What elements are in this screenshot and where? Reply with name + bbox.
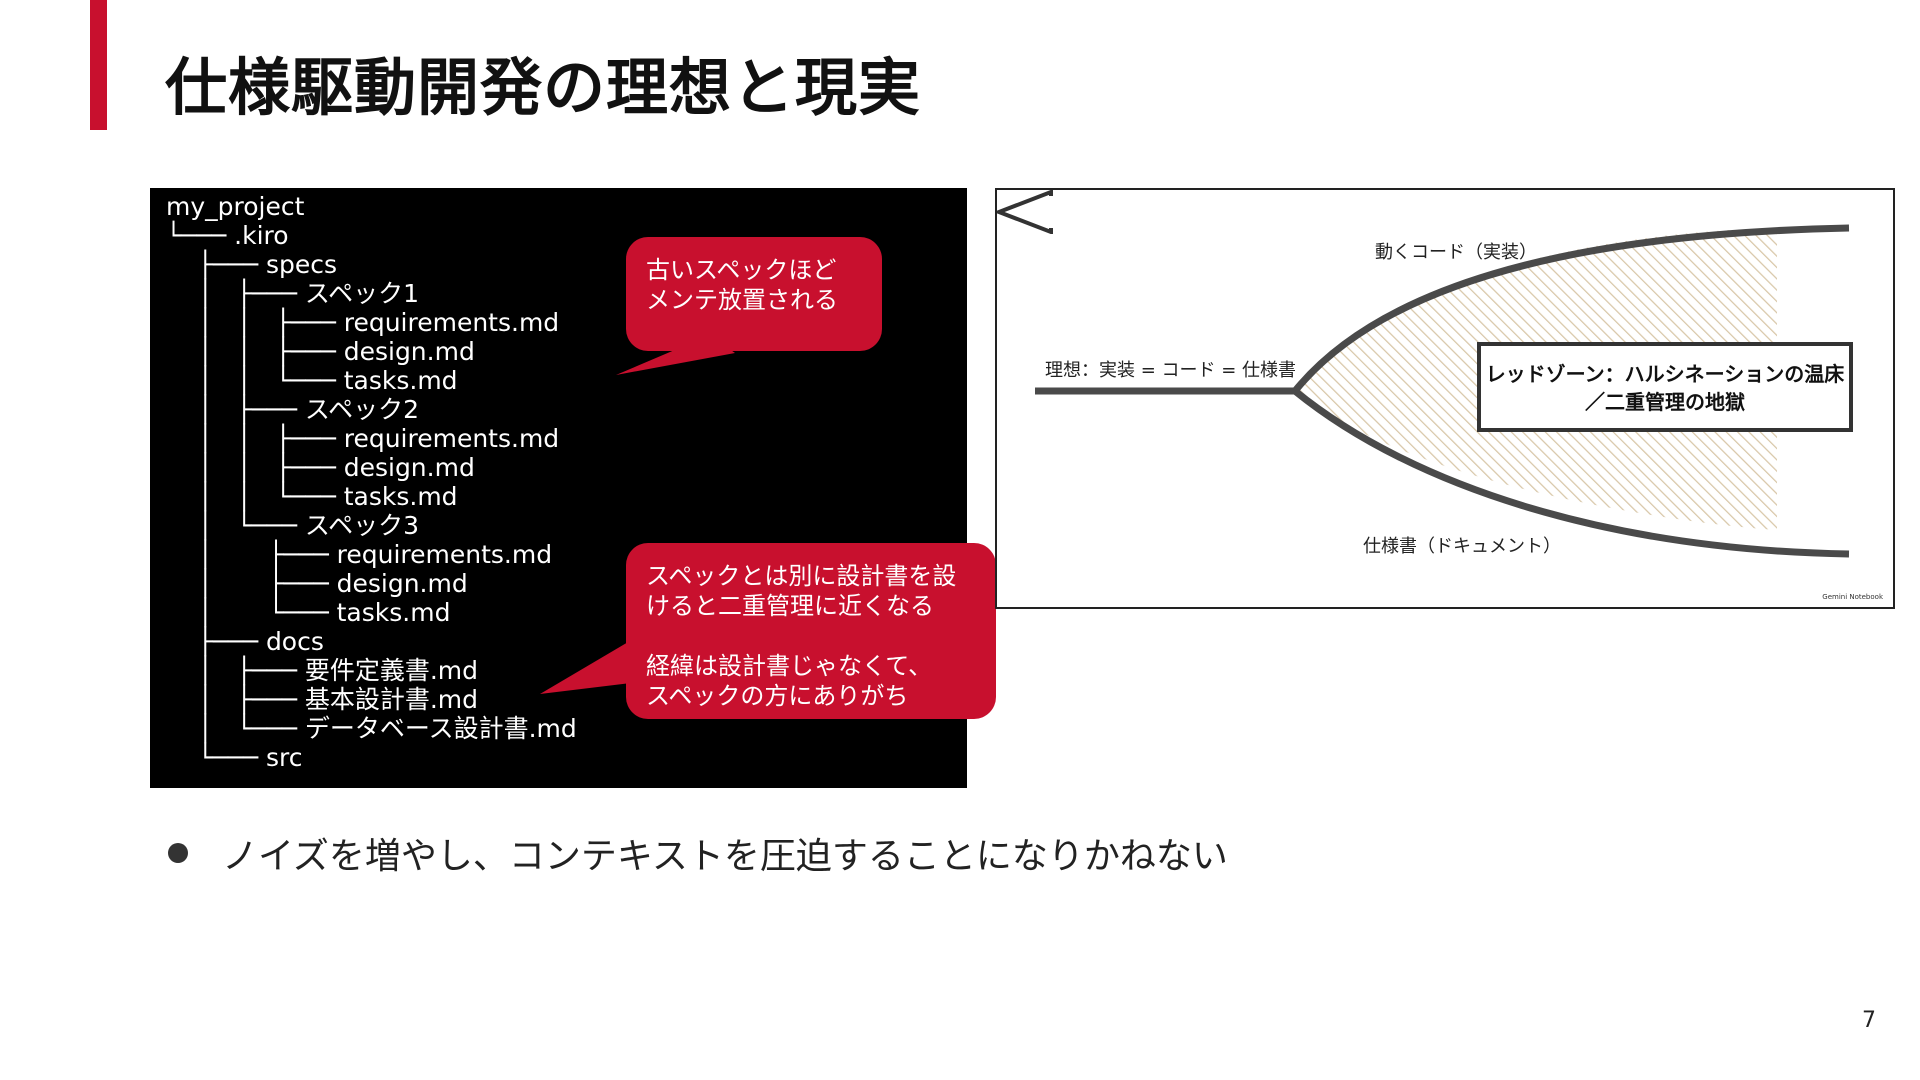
label-ideal: 理想：実装 = コード = 仕様書 [1045, 360, 1297, 381]
divergence-diagram: 理想：実装 = コード = 仕様書 動くコード（実装） 仕様書（ドキュメント） … [995, 188, 1895, 609]
tree-line: │ └─── データベース設計書.md [166, 714, 577, 743]
tree-line: │ ├─── design.md [166, 569, 468, 598]
tree-line: │ │ ├─── requirements.md [166, 308, 560, 337]
tree-line: │ ├─── スペック2 [166, 395, 419, 424]
tree-line: └─── src [166, 743, 303, 772]
red-zone-pointer [997, 190, 1053, 234]
tree-line: my_project [166, 192, 305, 221]
tree-line: │ │ └─── tasks.md [166, 366, 458, 395]
tree-line: │ └─── スペック3 [166, 511, 419, 540]
tree-line: │ ├─── スペック1 [166, 279, 419, 308]
tree-line: │ │ ├─── design.md [166, 453, 475, 482]
slide-title: 仕様駆動開発の理想と現実 [165, 51, 922, 124]
callout-double-management: スペックとは別に設計書を設 けると二重管理に近くなる 経緯は設計書じゃなくて、 … [626, 543, 996, 719]
page-number: 7 [1862, 1008, 1876, 1033]
callout-old-specs-text: 古いスペックほど メンテ放置される [646, 256, 838, 314]
tree-line: │ ├─── 基本設計書.md [166, 685, 478, 714]
tree-line: ├─── specs [166, 250, 337, 279]
tree-line: │ ├─── requirements.md [166, 540, 553, 569]
callout-double-management-text: スペックとは別に設計書を設 けると二重管理に近くなる [646, 562, 957, 620]
tree-line: │ │ └─── tasks.md [166, 482, 458, 511]
red-zone-title: レッドゾーン：ハルシネーションの温床 [1485, 362, 1845, 386]
bullet-dot [168, 843, 188, 863]
tree-line: │ └─── tasks.md [166, 598, 451, 627]
red-zone-label-box: レッドゾーン：ハルシネーションの温床 ／二重管理の地獄 [1477, 342, 1853, 432]
bullet-text: ノイズを増やし、コンテキストを圧迫することになりかねない [222, 836, 1228, 877]
title-accent-bar [90, 0, 107, 130]
code-line [1292, 224, 1850, 394]
callout-old-specs: 古いスペックほど メンテ放置される [626, 237, 882, 351]
tree-line: ├─── docs [166, 627, 324, 656]
tree-line: │ │ ├─── design.md [166, 337, 475, 366]
tree-line: └─── .kiro [166, 221, 289, 250]
spec-line [1292, 388, 1850, 558]
label-working-code: 動くコード（実装） [1375, 242, 1537, 263]
tree-line: │ │ ├─── requirements.md [166, 424, 560, 453]
red-zone-subtitle: ／二重管理の地獄 [1585, 390, 1745, 414]
tree-line: │ ├─── 要件定義書.md [166, 656, 478, 685]
callout-history-text: 経緯は設計書じゃなくて、 スペックの方にありがち [646, 652, 933, 710]
bullet-item: ノイズを増やし、コンテキストを圧迫することになりかねない [168, 828, 1228, 878]
label-spec-document: 仕様書（ドキュメント） [1363, 536, 1561, 557]
brand-watermark: Gemini Notebook [1822, 593, 1883, 601]
